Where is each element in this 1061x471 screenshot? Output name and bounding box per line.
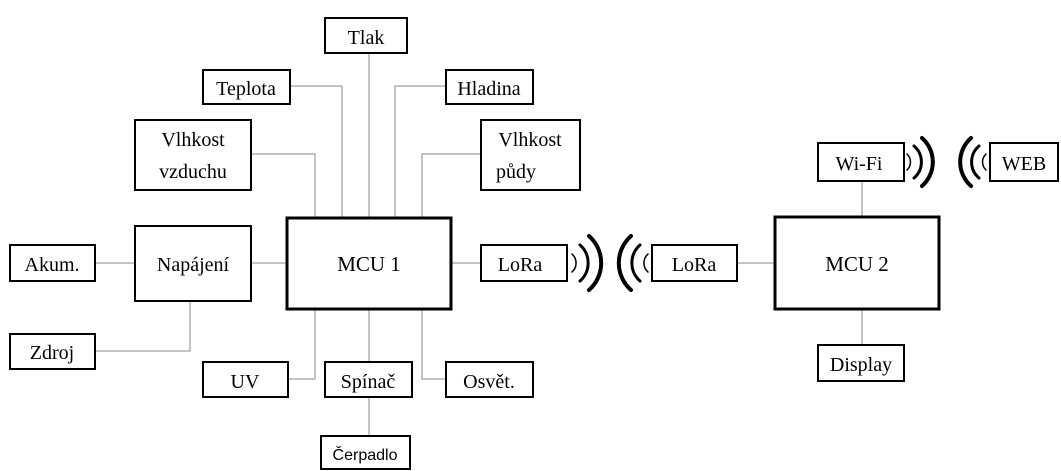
block-label: Wi-Fi (836, 153, 883, 175)
block-uv: UV (202, 361, 289, 398)
block-label: UV (231, 371, 260, 393)
block-label: MCU 1 (337, 252, 401, 276)
radio-wave-icon (571, 234, 604, 292)
block-lora-1: LoRa (480, 244, 568, 282)
connection-wires (95, 53, 863, 436)
wire-hladina (394, 85, 446, 218)
wire-osvet (421, 309, 446, 380)
block-mcu2: MCU 2 (773, 215, 941, 311)
radio-wave-icon (616, 234, 649, 292)
block-spinac: Spínač (324, 361, 413, 398)
wire-vlhkost-pudy (421, 153, 481, 218)
block-label: Vlhkost (498, 129, 562, 151)
block-zdroj: Zdroj (9, 333, 96, 370)
block-label: Spínač (341, 371, 396, 393)
block-cerpadlo: Čerpadlo (320, 435, 411, 470)
block-label: půdy (496, 161, 536, 183)
block-label: MCU 2 (825, 252, 889, 276)
block-label: Osvět. (463, 371, 515, 393)
wire-teplota (290, 85, 343, 218)
block-tlak: Tlak (324, 17, 408, 54)
block-napajeni: Napájení (134, 225, 252, 302)
block-vlhkost-vzduchu: Vlhkost vzduchu (134, 119, 252, 191)
wire-uv (288, 309, 316, 380)
block-label: Vlhkost (161, 129, 225, 151)
block-display: Display (817, 344, 905, 382)
block-label: Akum. (25, 254, 80, 276)
block-akum: Akum. (9, 244, 96, 282)
block-label: Tlak (348, 27, 385, 49)
radio-wave-icon (906, 136, 935, 188)
block-label: LoRa (672, 254, 717, 276)
block-label: Teplota (216, 78, 276, 100)
block-label: Čerpadlo (333, 445, 398, 464)
radio-wave-icon (958, 136, 987, 188)
block-vlhkost-pudy: Vlhkost půdy (480, 119, 581, 191)
wire-vlhkost-vzduchu (251, 153, 316, 218)
block-hladina: Hladina (445, 69, 534, 105)
block-osvet: Osvět. (445, 361, 534, 398)
wire-zdroj-napajeni (95, 301, 191, 352)
block-lora-2: LoRa (651, 244, 738, 282)
block-label: Napájení (157, 254, 230, 276)
block-label: WEB (1002, 153, 1046, 175)
block-label: vzduchu (159, 161, 227, 183)
block-mcu1: MCU 1 (285, 216, 453, 311)
block-label: Zdroj (30, 342, 74, 364)
block-label: Display (830, 354, 892, 376)
block-web: WEB (989, 142, 1059, 182)
block-teplota: Teplota (202, 69, 291, 105)
block-label: Hladina (457, 78, 520, 100)
block-wifi: Wi-Fi (817, 142, 905, 182)
block-label: LoRa (498, 254, 543, 276)
